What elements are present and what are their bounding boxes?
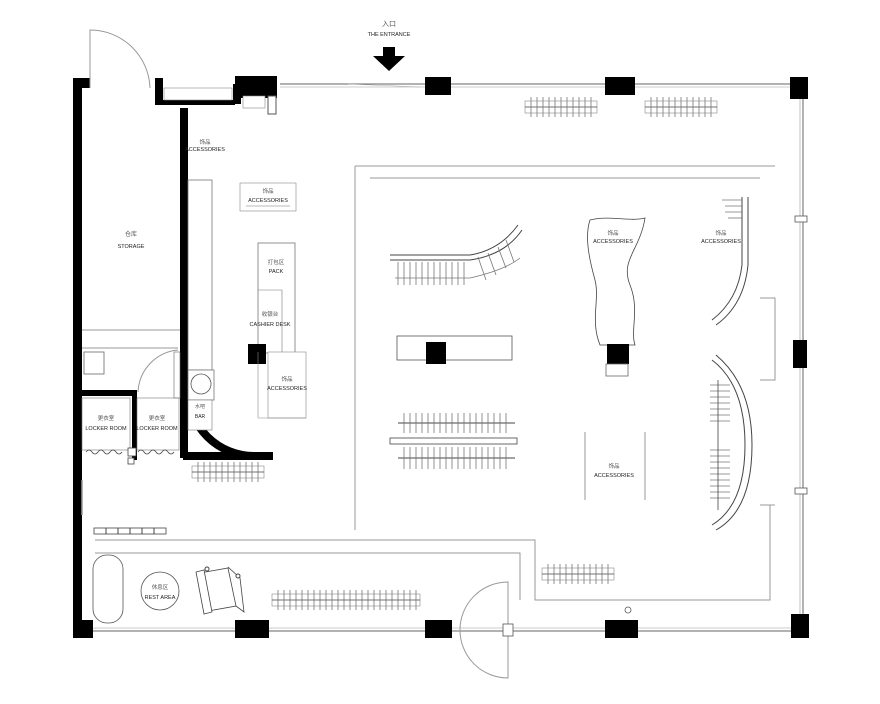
acc-top-left-label: ACCESSORIES xyxy=(185,147,225,153)
lower-accessories-counter: 饰品 ACCESSORIES xyxy=(257,351,307,419)
rack-center-2 xyxy=(389,437,518,469)
accessories-counter: 饰品 ACCESSORIES xyxy=(239,182,297,212)
entrance-arrow-icon xyxy=(373,47,405,71)
wave-display: 饰品 ACCESSORIES xyxy=(587,217,646,377)
center-display-table xyxy=(396,335,513,364)
locker-2-label: LOCKER ROOM xyxy=(136,426,178,432)
bottom-door-swing xyxy=(459,581,632,679)
cashier-label-cn: 收银台 xyxy=(262,310,279,318)
storage-label: STORAGE xyxy=(118,244,145,250)
armchair-icon xyxy=(195,566,245,615)
center-bottom-accessories: 饰品 ACCESSORIES xyxy=(584,432,646,500)
entrance-label-cn: 入口 xyxy=(382,20,396,28)
bench-left xyxy=(81,480,167,535)
acc-right-wall-label-cn: 饰品 xyxy=(715,229,727,237)
right-wall-details xyxy=(794,215,808,495)
acc-counter-label: ACCESSORIES xyxy=(248,198,288,204)
rest-area-label: REST AREA xyxy=(145,595,176,601)
rack-center-1 xyxy=(398,413,515,433)
acc-wave-label: ACCESSORIES xyxy=(593,239,633,245)
curved-rack-display xyxy=(390,224,523,285)
locker-2-label-cn: 更衣室 xyxy=(149,414,166,422)
bar-label-cn: 水吧 xyxy=(195,403,205,410)
entrance-label: THE ENTRANCE xyxy=(368,32,411,38)
structural-columns xyxy=(73,77,809,638)
rest-area-label-cn: 休息区 xyxy=(152,583,169,591)
locker-1-label-cn: 更衣室 xyxy=(98,414,115,422)
right-curved-rack-lower xyxy=(710,354,753,531)
acc-lower-counter-label-cn: 饰品 xyxy=(281,375,293,383)
rack-top-1 xyxy=(524,97,598,117)
storage-door-swing xyxy=(89,29,151,89)
cashier-label: CASHIER DESK xyxy=(250,322,291,328)
restroom xyxy=(82,347,181,399)
rack-lower-corridor xyxy=(271,590,421,610)
entrance-marker: 入口 THE ENTRANCE xyxy=(368,20,411,71)
rack-top-2 xyxy=(644,97,718,117)
acc-wave-label-cn: 饰品 xyxy=(607,229,619,237)
rack-lower-right xyxy=(541,564,615,584)
acc-center-bottom-label-cn: 饰品 xyxy=(608,462,620,470)
bar-label: BAR xyxy=(195,414,206,420)
acc-right-wall-label: ACCESSORIES xyxy=(701,239,741,245)
locker-rooms: 更衣室 LOCKER ROOM 更衣室 LOCKER ROOM xyxy=(81,397,180,465)
storage-room: 仓库 STORAGE xyxy=(82,230,180,331)
rack-corridor xyxy=(191,462,265,482)
pack-label: PACK xyxy=(269,269,284,275)
acc-counter-label-cn: 饰品 xyxy=(262,187,274,195)
entry-block xyxy=(155,76,277,115)
acc-top-left-label-cn: 饰品 xyxy=(199,138,211,146)
cashier-area: 打包区 PACK 收银台 CASHIER DESK xyxy=(248,242,296,364)
storage-label-cn: 仓库 xyxy=(125,230,137,238)
acc-lower-counter-label: ACCESSORIES xyxy=(267,386,307,392)
front-counter: 水吧 BAR 饰品 ACCESSORIES xyxy=(185,138,225,431)
rest-area: 休息区 REST AREA xyxy=(92,554,245,624)
pack-label-cn: 打包区 xyxy=(268,258,285,266)
left-exterior-wall xyxy=(73,78,82,636)
locker-1-label: LOCKER ROOM xyxy=(85,426,127,432)
right-curved-rack-upper: 饰品 ACCESSORIES xyxy=(701,197,749,326)
acc-center-bottom-label: ACCESSORIES xyxy=(594,473,634,479)
storage-wall xyxy=(180,108,188,458)
